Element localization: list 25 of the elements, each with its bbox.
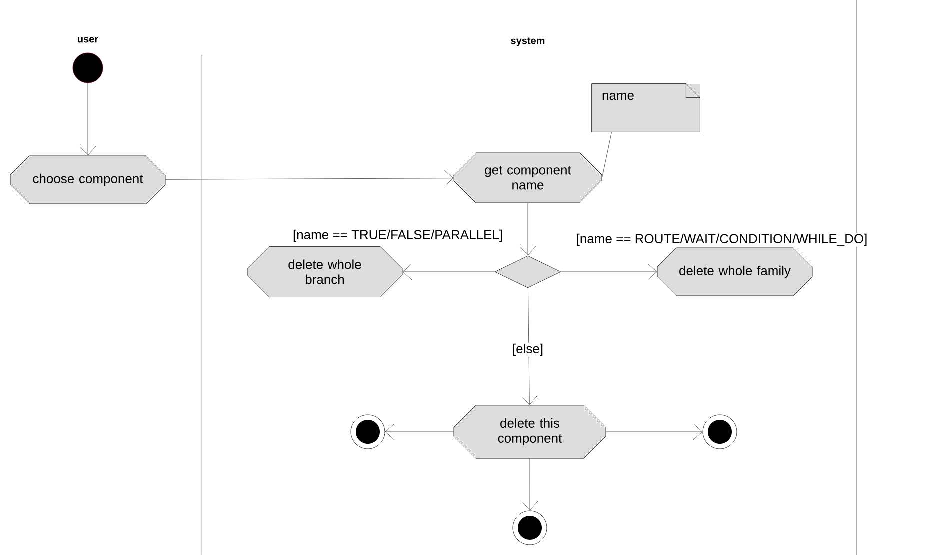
arrow (520, 203, 536, 256)
arrow (606, 424, 703, 440)
arrow (402, 264, 495, 280)
guard-label: [else] (511, 342, 545, 358)
arrow (561, 264, 658, 280)
arrow (166, 170, 454, 187)
end-node (350, 414, 386, 450)
arrow (385, 424, 454, 440)
lane-header: system (511, 38, 545, 46)
start-node (72, 52, 104, 84)
end-node (512, 510, 548, 546)
activity-box: delete whole branch (247, 246, 403, 298)
lane-header: user (78, 37, 98, 43)
activity-box: get component name (454, 152, 602, 204)
note: name (592, 84, 700, 132)
end-node (702, 414, 738, 450)
arrow (521, 288, 538, 406)
activity-box: delete this component (454, 405, 606, 459)
arrow (522, 458, 538, 511)
arrow (80, 83, 96, 156)
guard-label: [name == ROUTE/WAIT/CONDITION/WHILE_DO] (575, 232, 869, 248)
guard-label: [name == TRUE/FALSE/PARALLEL] (292, 228, 504, 244)
activity-box: choose component (10, 156, 166, 204)
decision-diamond (494, 256, 562, 288)
activity-box: delete whole family (657, 248, 813, 296)
